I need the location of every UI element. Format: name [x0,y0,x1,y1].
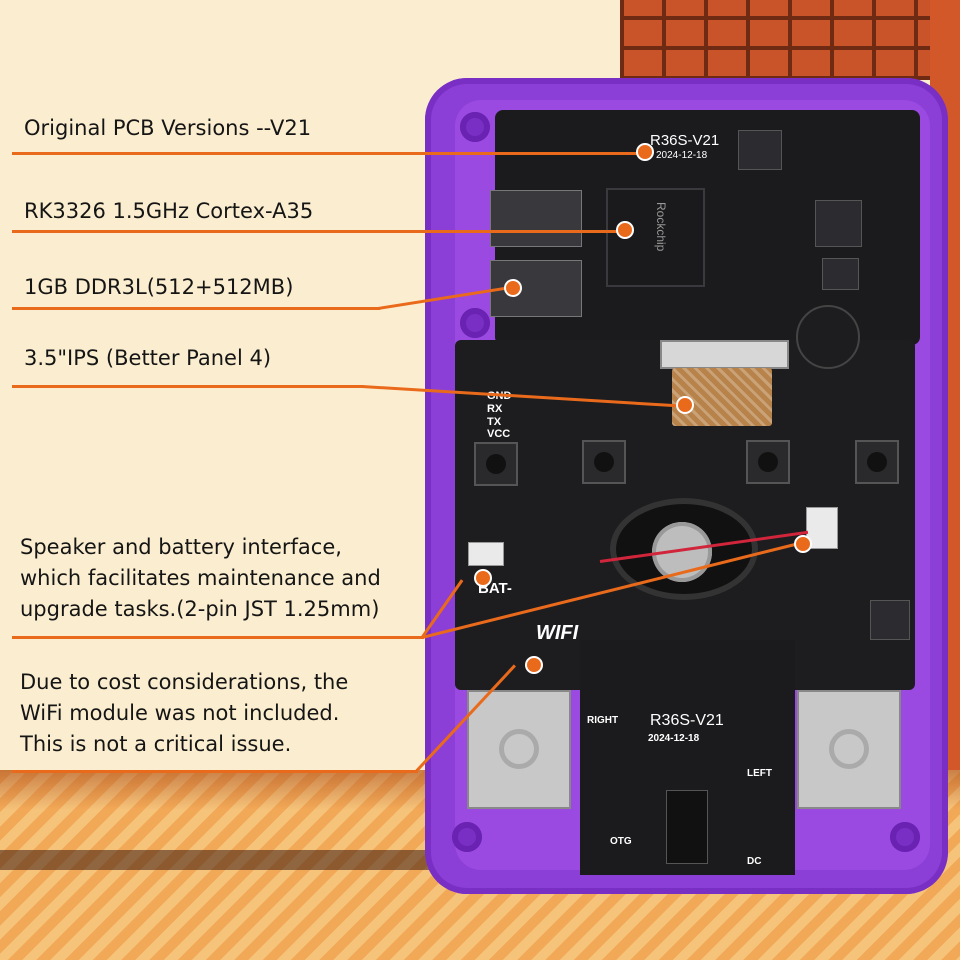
callout-dot-speaker [794,535,812,553]
screw-hole [460,308,490,338]
chip [815,200,862,247]
pcb-model-top: R36S-V21 [650,132,720,149]
pin-tx: TX [487,416,502,428]
callout-line-cpu [12,230,624,233]
tact-button [855,440,899,484]
screw-hole [890,822,920,852]
callout-ram: 1GB DDR3L(512+512MB) [24,275,294,299]
callout-dot-pcb [636,143,654,161]
callout-wifi-line: Due to cost considerations, the [20,670,349,694]
callout-wifi: Due to cost considerations, the WiFi mod… [20,667,348,760]
soc-brand: Rockchip [654,202,668,252]
pin-vcc: VCC [487,428,511,440]
callout-line-pcb [12,152,644,155]
right-analog-stick [797,690,901,809]
audio-jack [666,790,708,864]
chip [738,130,782,170]
callout-dot-ram [504,279,522,297]
callout-speaker-line: upgrade tasks.(2-pin JST 1.25mm) [20,597,380,621]
pin-rx: RX [487,403,503,415]
callout-dot-display [676,396,694,414]
coil-pad [796,305,860,369]
callout-dot-cpu [616,221,634,239]
left-label: LEFT [747,768,772,779]
chip [870,600,910,640]
battery-jst-connector [468,542,504,566]
left-analog-stick [467,690,571,809]
callout-dot-wifi [525,656,543,674]
callout-cpu: RK3326 1.5GHz Cortex-A35 [24,199,314,223]
callout-wifi-line: This is not a critical issue. [20,732,292,756]
tact-button [582,440,626,484]
pcb-date-top: 2024-12-18 [656,150,708,161]
callout-display: 3.5"IPS (Better Panel 4) [24,346,272,370]
callout-line-wifi-a [12,770,418,773]
callout-line-display-a [12,385,364,388]
callout-wifi-line: WiFi module was not included. [20,701,340,725]
callout-dot-battery [474,569,492,587]
screw-hole [460,112,490,142]
tact-button [474,442,518,486]
screw-hole [452,822,482,852]
callout-line-speaker-a [12,636,424,639]
pcb-model-bottom: R36S-V21 [650,712,724,729]
callout-speaker-line: which facilitates maintenance and [20,566,381,590]
chip [822,258,859,290]
callout-speaker-line: Speaker and battery interface, [20,535,342,559]
display-connector [660,340,789,369]
pixel-grid-decoration [620,0,960,80]
dc-label: DC [747,856,762,867]
pcb-date-bottom: 2024-12-18 [648,733,700,744]
otg-label: OTG [610,836,632,847]
wifi-label: WIFI [536,622,579,644]
right-label: RIGHT [587,715,619,726]
tact-button [746,440,790,484]
ram-chip-1 [490,190,582,247]
floor-stripe [0,850,470,870]
callout-line-ram-a [12,307,380,310]
callout-speaker: Speaker and battery interface, which fac… [20,532,381,625]
callout-pcb-version: Original PCB Versions --V21 [24,116,312,140]
